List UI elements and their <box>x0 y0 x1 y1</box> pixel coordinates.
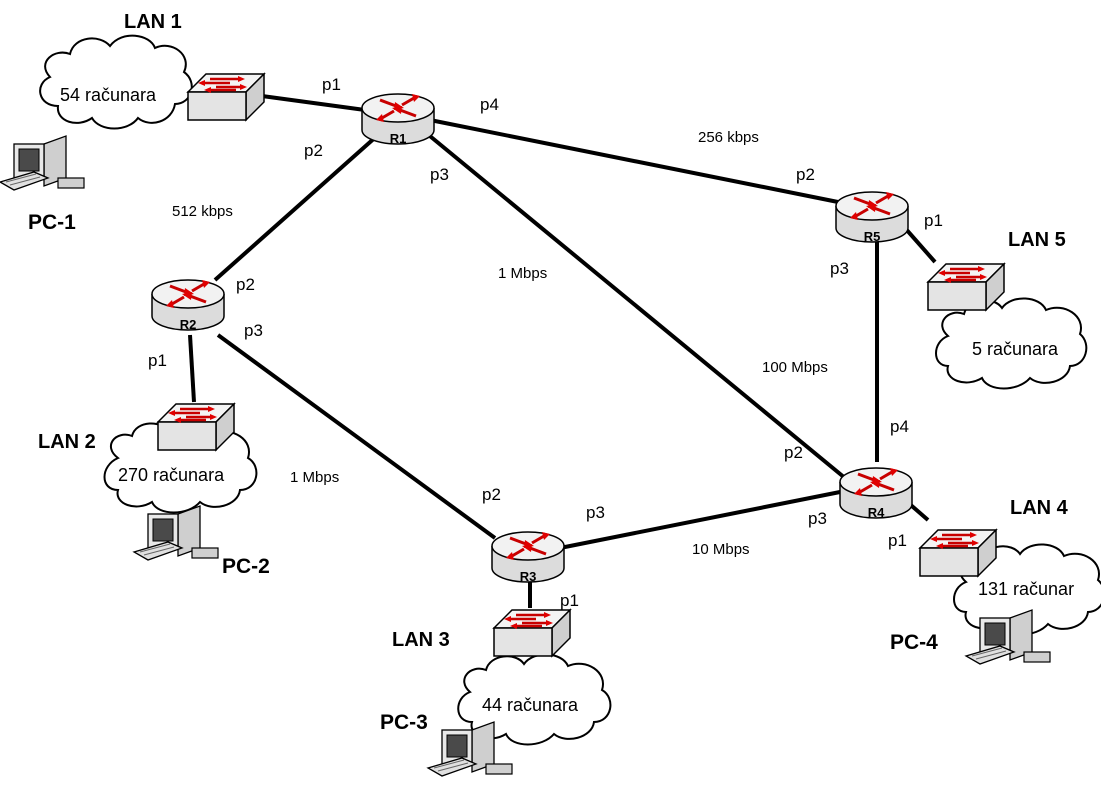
link-r1-r4-speed: 1 Mbps <box>498 265 548 282</box>
link-r3-r4 <box>559 490 841 550</box>
lan2-host-count: 270 računara <box>118 465 225 485</box>
switch-lan1 <box>186 72 266 122</box>
router-r3-label: R3 <box>520 569 537 584</box>
pc-1-label: PC-1 <box>28 211 76 234</box>
r1-port-p3: p3 <box>430 165 449 184</box>
pc-1-icon <box>0 135 85 191</box>
r3-port-p2: p2 <box>482 485 501 504</box>
link-r2-lan2 <box>188 334 196 403</box>
lan5-host-count: 5 računara <box>972 339 1059 359</box>
link-r5-r4-speed: 100 Mbps <box>762 359 828 376</box>
r4-port-p1: p1 <box>888 531 907 550</box>
router-r5-label: R5 <box>864 229 881 244</box>
r1-port-p1: p1 <box>322 75 341 94</box>
pc-4-label: PC-4 <box>890 631 938 654</box>
switch-lan4 <box>918 528 998 578</box>
lan4-label: LAN 4 <box>1010 497 1068 519</box>
r4-port-p3: p3 <box>808 509 827 528</box>
r3-port-p1: p1 <box>560 591 579 610</box>
pc-3-label: PC-3 <box>380 711 428 734</box>
router-r4-label: R4 <box>868 505 885 520</box>
pc-2-label: PC-2 <box>222 555 270 578</box>
r2-port-p3: p3 <box>244 321 263 340</box>
lan1-label: LAN 1 <box>124 11 182 33</box>
r3-port-p3: p3 <box>586 503 605 522</box>
lan1-host-count: 54 računara <box>60 85 157 105</box>
lan4-host-count: 131 računar <box>978 579 1075 599</box>
r2-port-p2: p2 <box>236 275 255 294</box>
r5-port-p3: p3 <box>830 259 849 278</box>
link-r1-r2 <box>213 133 380 282</box>
lan3-host-count: 44 računara <box>482 695 579 715</box>
switch-lan2 <box>156 402 236 452</box>
router-r2-label: R2 <box>180 317 197 332</box>
link-r3-r4-speed: 10 Mbps <box>692 541 750 558</box>
r1-port-p4: p4 <box>480 95 499 114</box>
r4-port-p4: p4 <box>890 417 909 436</box>
link-r2-r3-speed: 1 Mbps <box>290 469 340 486</box>
router-r1-label: R1 <box>390 131 407 146</box>
switch-lan3 <box>492 608 572 658</box>
lan2-label: LAN 2 <box>38 431 96 453</box>
lan5-label: LAN 5 <box>1008 229 1066 251</box>
switch-lan5 <box>926 262 1006 312</box>
links <box>188 94 937 608</box>
link-r5-lan5 <box>903 226 937 264</box>
r5-port-p1: p1 <box>924 211 943 230</box>
r1-port-p2: p2 <box>304 141 323 160</box>
r2-port-p1: p1 <box>148 351 167 370</box>
cloud-lan4 <box>953 543 1101 636</box>
lan3-label: LAN 3 <box>392 629 450 651</box>
link-r1-r5-speed: 256 kbps <box>698 129 759 146</box>
r5-port-p2: p2 <box>796 165 815 184</box>
link-r1-r5 <box>429 118 839 204</box>
link-r1-r2-speed: 512 kbps <box>172 203 233 220</box>
link-lan1-r1 <box>261 94 366 112</box>
r4-port-p2: p2 <box>784 443 803 462</box>
pc-2-icon <box>133 505 219 561</box>
link-r2-r3 <box>216 333 497 540</box>
link-r1-r4 <box>423 130 847 480</box>
cloud-lan1 <box>39 34 193 130</box>
